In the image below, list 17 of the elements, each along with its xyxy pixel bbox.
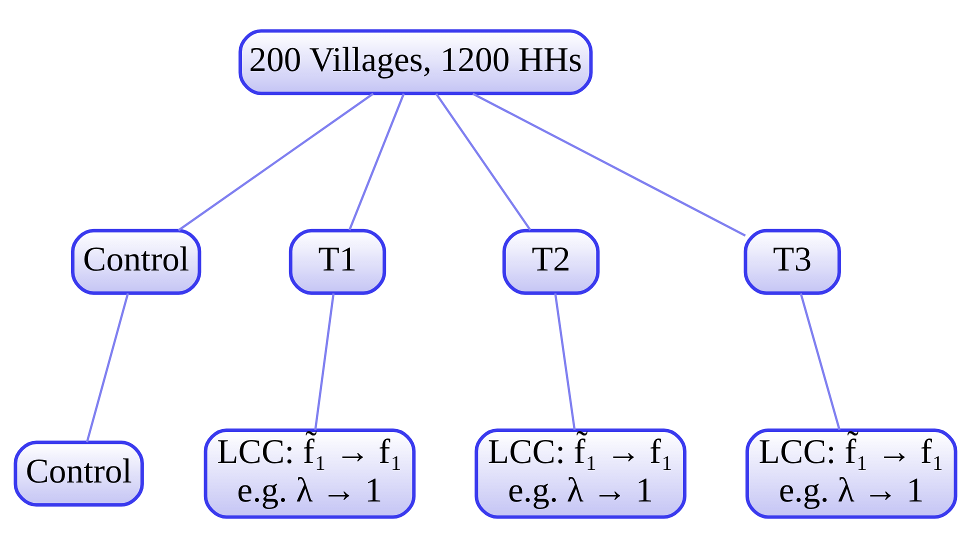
connector: [554, 293, 576, 430]
node-box: T1: [288, 228, 386, 295]
node-box: LCC: f̃₁ → f₁ e.g. λ → 1: [745, 428, 958, 519]
node-box: 200 Villages, 1200 HHs: [238, 29, 593, 96]
connector: [178, 92, 374, 232]
connector: [314, 293, 335, 430]
connector: [435, 93, 532, 231]
node-box: LCC: f̃₁ → f₁ e.g. λ → 1: [204, 428, 416, 519]
connector: [86, 293, 129, 442]
node-box: T2: [502, 228, 600, 295]
node-box: Control: [71, 228, 202, 295]
connector: [800, 293, 841, 430]
node-box: Control: [14, 440, 144, 507]
connector: [472, 92, 746, 237]
node-box: T3: [744, 228, 841, 295]
connector: [348, 93, 405, 230]
node-box: LCC: f̃₁ → f₁ e.g. λ → 1: [474, 428, 686, 519]
